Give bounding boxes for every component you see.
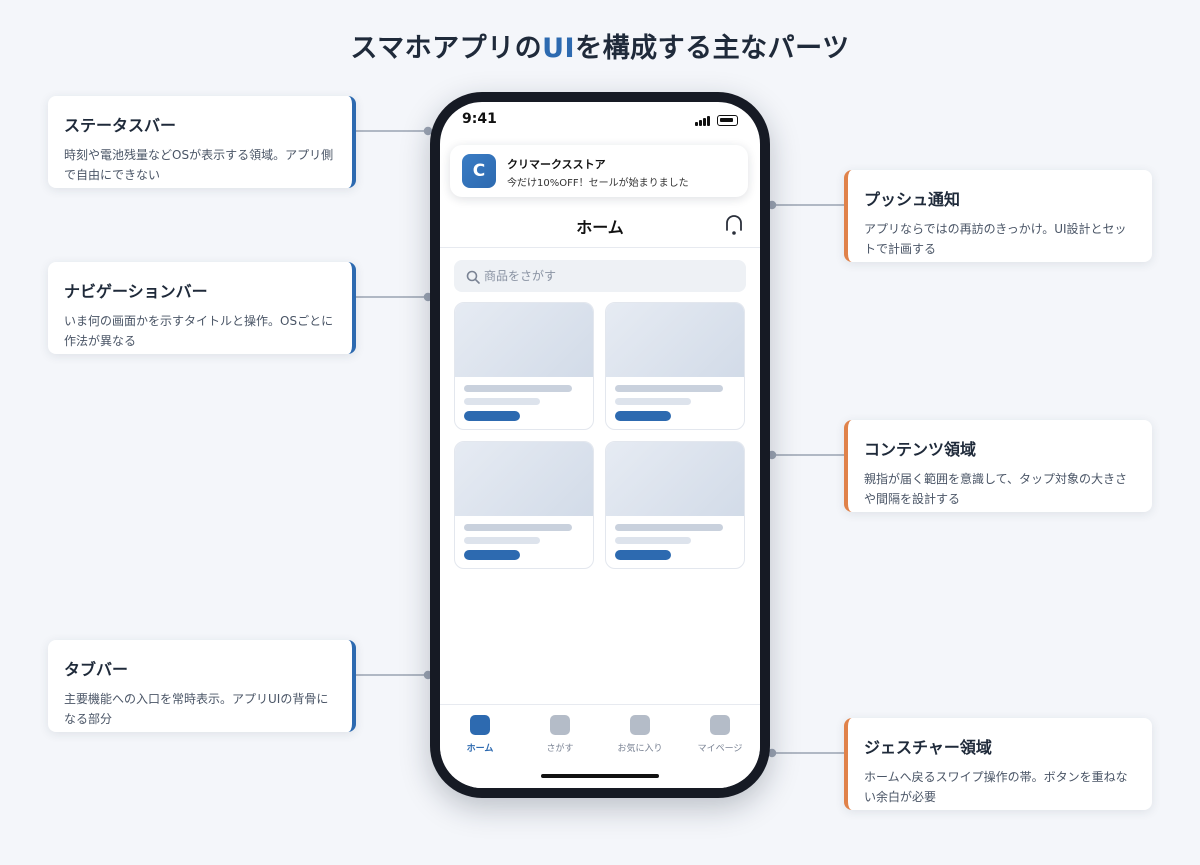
bell-icon[interactable] [725, 214, 743, 236]
callout-desc: 時刻や電池残量などOSが表示する領域。アプリ側で自由にできない [64, 148, 334, 182]
tab-label: お気に入り [617, 744, 663, 754]
signal-icon [695, 116, 713, 126]
product-card[interactable] [454, 302, 594, 430]
tab-favorites[interactable]: お気に入り [600, 715, 680, 754]
callout-push-notification: プッシュ通知 アプリならではの再訪のきっかけ。UI設計とセットで計画する [844, 170, 1152, 262]
skeleton-line [615, 524, 723, 531]
notification-message: 今だけ10%OFF！セールが始まりました [507, 178, 689, 189]
callout-title: ステータスバー [64, 116, 177, 135]
product-card[interactable] [454, 441, 594, 569]
skeleton-price [615, 550, 671, 560]
product-card[interactable] [605, 441, 745, 569]
callout-title: ナビゲーションバー [64, 282, 208, 301]
tab-label: マイページ [697, 744, 743, 754]
search-bar[interactable] [454, 260, 746, 292]
skeleton-line [464, 385, 572, 392]
skeleton-line [615, 537, 691, 544]
skeleton-price [615, 411, 671, 421]
notification-app-name: クリマークスストア [507, 158, 606, 171]
skeleton-line [615, 385, 723, 392]
title-suffix: を構成する主なパーツ [575, 33, 850, 64]
skeleton-price [464, 550, 520, 560]
nav-title: ホーム [576, 218, 624, 237]
app-icon: C [462, 154, 496, 188]
callout-content-area: コンテンツ領域 親指が届く範囲を意識して、タップ対象の大きさや間隔を設計する [844, 420, 1152, 512]
phone-screen: 9:41 C クリマークスストア 今だけ10%OFF！セールが始まりました ホー… [440, 102, 760, 788]
tab-mypage[interactable]: マイページ [680, 715, 760, 754]
skeleton-line [464, 398, 540, 405]
callout-desc: ホームへ戻るスワイプ操作の帯。ボタンを重ねない余白が必要 [864, 770, 1128, 804]
status-time: 9:41 [462, 111, 497, 127]
search-input[interactable] [484, 260, 734, 292]
skeleton-line [464, 537, 540, 544]
callout-gesture-area: ジェスチャー領域 ホームへ戻るスワイプ操作の帯。ボタンを重ねない余白が必要 [844, 718, 1152, 810]
push-notification[interactable]: C クリマークスストア 今だけ10%OFF！セールが始まりました [450, 145, 748, 197]
search-tab-icon [550, 715, 570, 735]
callout-title: コンテンツ領域 [864, 440, 977, 459]
tab-search[interactable]: さがす [520, 715, 600, 754]
callout-desc: 主要機能への入口を常時表示。アプリUIの背骨になる部分 [64, 692, 329, 726]
callout-title: プッシュ通知 [864, 190, 961, 209]
callout-tab-bar: タブバー 主要機能への入口を常時表示。アプリUIの背骨になる部分 [48, 640, 356, 732]
callout-status-bar: ステータスバー 時刻や電池残量などOSが表示する領域。アプリ側で自由にできない [48, 96, 356, 188]
home-indicator[interactable] [541, 774, 659, 778]
skeleton-price [464, 411, 520, 421]
product-image-placeholder [455, 442, 593, 516]
skeleton-line [615, 398, 691, 405]
product-image-placeholder [455, 303, 593, 377]
phone-frame: 9:41 C クリマークスストア 今だけ10%OFF！セールが始まりました ホー… [430, 92, 770, 798]
home-icon [470, 715, 490, 735]
tab-label: ホーム [466, 744, 494, 754]
callout-title: ジェスチャー領域 [864, 738, 992, 757]
callout-desc: いま何の画面かを示すタイトルと操作。OSごとに作法が異なる [64, 314, 334, 348]
title-prefix: スマホアプリの [350, 33, 543, 64]
favorites-icon [630, 715, 650, 735]
title-accent: UI [542, 33, 576, 64]
tab-label: さがす [546, 744, 574, 754]
callout-desc: アプリならではの再訪のきっかけ。UI設計とセットで計画する [864, 222, 1127, 256]
tab-home[interactable]: ホーム [440, 715, 520, 754]
nav-divider [440, 247, 760, 248]
battery-icon [717, 115, 738, 126]
product-image-placeholder [606, 303, 744, 377]
callout-desc: 親指が届く範囲を意識して、タップ対象の大きさや間隔を設計する [864, 472, 1128, 506]
callout-navigation-bar: ナビゲーションバー いま何の画面かを示すタイトルと操作。OSごとに作法が異なる [48, 262, 356, 354]
diagram-title: スマホアプリのUIを構成する主なパーツ [0, 26, 1200, 65]
skeleton-line [464, 524, 572, 531]
product-image-placeholder [606, 442, 744, 516]
callout-title: タブバー [64, 660, 129, 679]
search-icon [466, 270, 480, 284]
mypage-icon [710, 715, 730, 735]
product-card[interactable] [605, 302, 745, 430]
